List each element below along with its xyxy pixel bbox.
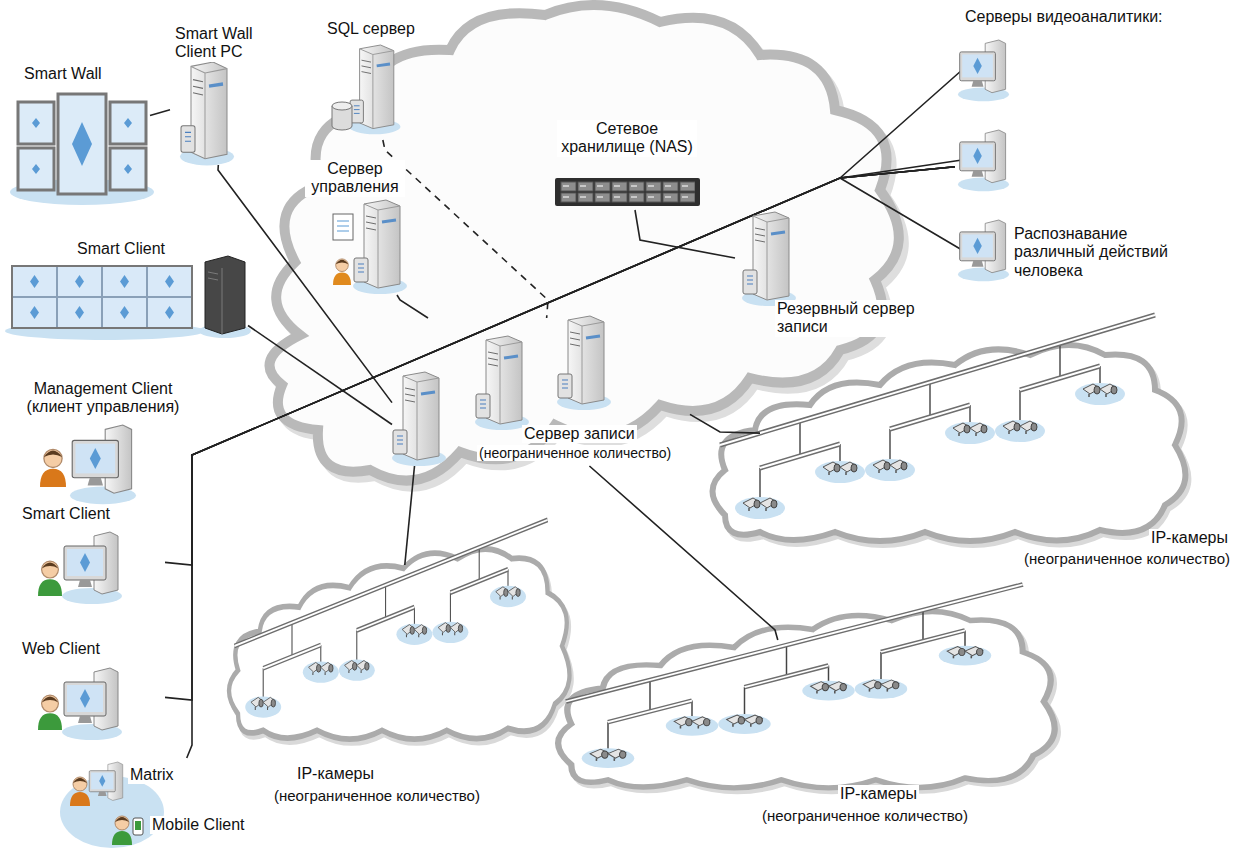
analytics-server — [958, 130, 1009, 191]
node-label: IP-камеры — [838, 785, 919, 803]
network-link — [187, 167, 955, 758]
management-server — [333, 259, 351, 285]
management-server — [333, 200, 407, 294]
management-server-node: Сервер управления — [305, 160, 408, 295]
node-label: Распознавание различный действий человек… — [1012, 225, 1182, 280]
node-label: (неограниченное количество) — [1022, 550, 1232, 567]
recording-server — [557, 316, 611, 410]
node-label: Web Client — [20, 640, 102, 658]
node-label: Management Client (клиент управления) — [18, 380, 188, 417]
web-client-icon — [62, 668, 122, 740]
camera-cloud-node: IP-камеры (неограниченное количество) — [760, 305, 1235, 575]
wall-client-node: Smart Wall Client PC — [170, 25, 276, 165]
backup-server — [742, 212, 796, 306]
network-link — [397, 295, 428, 318]
camera-cloud-node: IP-камеры (неограниченное количество) — [545, 640, 1065, 835]
video-wall-node: Smart Wall — [10, 65, 150, 205]
node-label: Smart Client — [75, 240, 167, 258]
network-link — [589, 466, 777, 640]
backup-server-node: Резервный сервер записи — [735, 212, 960, 347]
matrix-mobile-icon — [70, 777, 90, 806]
management-client-icon — [40, 425, 136, 504]
network-link — [248, 326, 392, 425]
node-label: Smart Wall — [22, 65, 104, 83]
node-label: (неограниченное количество) — [760, 807, 970, 824]
video-wall — [10, 94, 154, 205]
node-label: SQL сервер — [325, 20, 417, 38]
matrix-mobile-icon — [112, 816, 132, 845]
network-link — [690, 414, 760, 433]
management-server — [337, 221, 349, 231]
matrix-mobile-icon — [135, 821, 141, 830]
node-label: Серверы видеоаналитики: — [963, 8, 1165, 26]
camera-cloud-node: IP-камеры (неограниченное количество) — [220, 565, 565, 815]
network-link — [165, 167, 955, 565]
camera-cloud — [229, 520, 572, 743]
management-client-icon — [70, 425, 136, 504]
sql-server — [332, 45, 400, 134]
recording-server-node: Сервер записи (неограниченное количество) — [392, 318, 690, 466]
management-server — [333, 214, 353, 240]
analytics-server — [958, 220, 1009, 281]
smart-client-icon — [38, 532, 122, 604]
node-label: Сервер записи — [522, 425, 637, 443]
recording-server — [475, 336, 529, 430]
management-client-icon — [40, 449, 66, 487]
management-client-node: Management Client (клиент управления) — [18, 380, 191, 495]
smart-client-console — [12, 266, 192, 328]
nas-node: Сетевое хранилище (NAS) — [545, 120, 710, 210]
camera-cloud — [713, 315, 1189, 545]
matrix-mobile-icon — [133, 818, 143, 835]
sql-server-node: SQL сервер — [320, 20, 420, 140]
web-client-icon — [38, 695, 62, 730]
network-link — [150, 110, 170, 116]
analytics-server — [958, 40, 1009, 101]
network-link — [635, 210, 735, 258]
smart-client-console — [5, 256, 251, 340]
analytics-node: Серверы видеоаналитики: Распознавание раз… — [955, 8, 1233, 298]
nas-storage — [555, 178, 700, 206]
node-label: (неограниченное количество) — [272, 787, 482, 804]
video-wall — [32, 118, 132, 174]
node-label: Mobile Client — [150, 816, 246, 834]
nas-storage — [555, 178, 700, 206]
web-client-icon — [38, 668, 122, 740]
node-label: IP-камеры — [1149, 529, 1230, 547]
management-server — [353, 200, 407, 294]
wall-client-pc — [180, 62, 234, 165]
smart-client-node: Smart Client — [8, 240, 248, 335]
node-label: Matrix — [128, 766, 176, 784]
matrix-mobile-icon — [88, 762, 125, 807]
node-label: Smart Client — [20, 505, 112, 523]
smart-client-node: Smart Client — [15, 505, 165, 605]
network-link — [383, 140, 548, 318]
node-label: Сервер управления — [305, 160, 405, 197]
web-client-node: Web Client — [15, 640, 165, 740]
smart-client-icon — [62, 532, 122, 604]
analytics-branches — [840, 70, 962, 250]
matrix-mobile-node: MatrixMobile Client — [60, 758, 275, 853]
network-link — [165, 167, 955, 700]
nas-storage — [560, 181, 695, 203]
node-label: IP-камеры — [295, 765, 376, 783]
video-wall — [58, 94, 106, 194]
recording-server — [392, 372, 446, 466]
smart-client-console — [208, 268, 222, 334]
sql-server — [332, 102, 352, 110]
camera-cloud — [558, 585, 1058, 792]
analytics-branches — [840, 70, 962, 250]
smart-client-console — [205, 256, 245, 334]
smart-client-icon — [38, 561, 62, 596]
video-wall — [72, 122, 92, 166]
node-label: Резервный сервер записи — [775, 300, 957, 337]
network-link — [405, 466, 415, 565]
node-label: Smart Wall Client PC — [173, 25, 273, 62]
node-label: Сетевое хранилище (NAS) — [557, 120, 697, 157]
sql-server — [349, 45, 400, 134]
node-label: (неограниченное количество) — [477, 445, 673, 461]
